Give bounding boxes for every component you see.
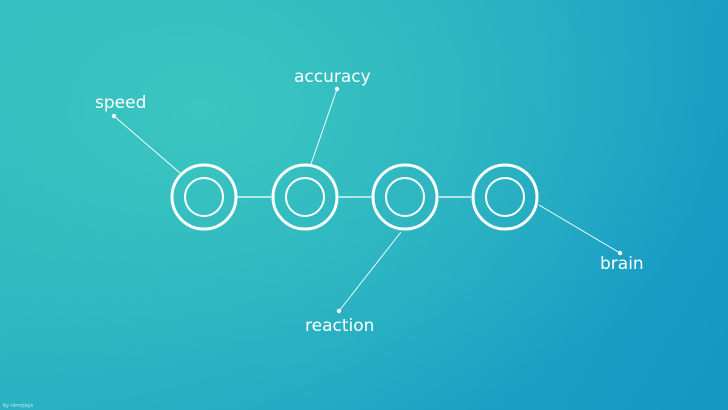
node-4 <box>471 163 539 231</box>
leader-reaction-dot <box>336 308 342 314</box>
leader-reaction <box>338 231 402 312</box>
leader-brain-dot <box>617 250 623 256</box>
node-3 <box>371 163 439 231</box>
leader-accuracy-dot <box>334 86 340 92</box>
node-2 <box>271 163 339 231</box>
leader-speed-dot <box>111 113 117 119</box>
leader-speed <box>113 115 181 174</box>
credit-text: by nimojays <box>3 403 34 409</box>
leader-accuracy <box>310 88 338 165</box>
label-reaction: reaction <box>305 316 375 336</box>
label-brain: brain <box>600 254 644 274</box>
node-1 <box>170 163 238 231</box>
label-accuracy: accuracy <box>294 67 371 87</box>
label-speed: speed <box>95 93 147 113</box>
leader-brain <box>538 204 621 254</box>
